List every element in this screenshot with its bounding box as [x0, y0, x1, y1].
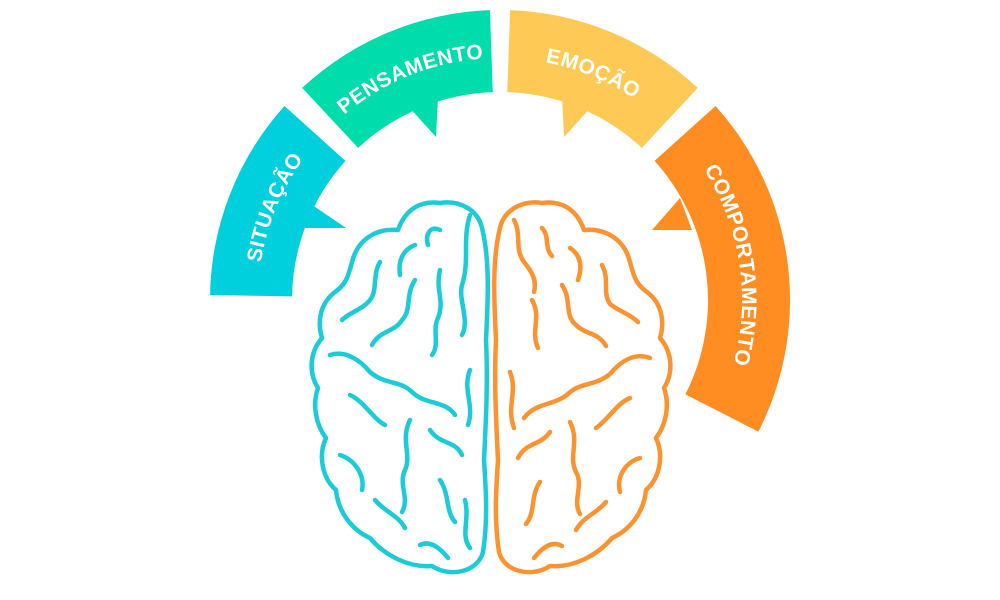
segment-comportamento-pointer — [652, 198, 692, 230]
segment-pensamento-band — [302, 10, 493, 148]
segment-comportamento — [652, 105, 790, 432]
segment-emocao-pointer — [562, 96, 592, 137]
segment-situacao — [210, 105, 346, 297]
segment-pensamento — [302, 10, 493, 148]
segment-situacao-band — [210, 105, 346, 297]
brain-right-hemisphere — [491, 200, 673, 575]
brain-left-hemisphere — [309, 200, 491, 575]
segment-comportamento-band — [654, 105, 790, 432]
segment-situacao-pointer — [293, 198, 346, 228]
segment-emocao — [507, 10, 698, 148]
segment-emocao-band — [507, 10, 698, 148]
brain-icon — [309, 200, 673, 575]
segment-pensamento-pointer — [408, 96, 438, 137]
